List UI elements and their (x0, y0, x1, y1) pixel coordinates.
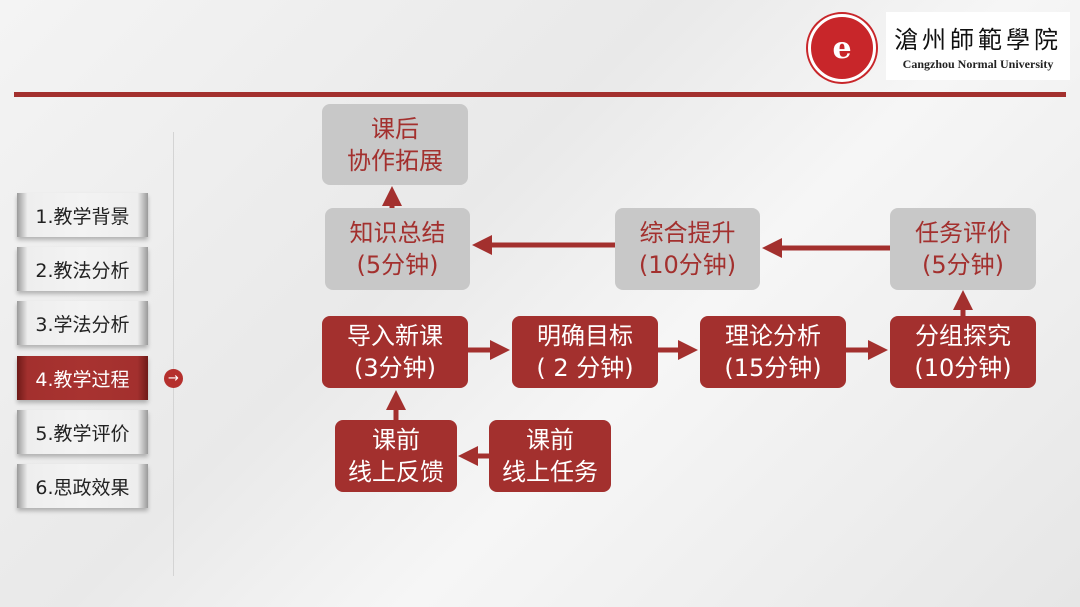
flow-intro: 导入新课 (3分钟) (322, 316, 468, 388)
box-line2: (5分钟) (356, 251, 439, 279)
nav-item-1[interactable]: 1.教学背景 (17, 193, 148, 237)
flow-feedback: 课前线上反馈 (335, 420, 457, 492)
box-line1: 知识总结 (349, 219, 446, 247)
logo-text-en: Cangzhou Normal University (902, 57, 1054, 71)
box-line2: (5分钟) (922, 251, 1004, 279)
flow-summary: 知识总结 (5分钟) (325, 208, 470, 290)
nav-item-5[interactable]: 5.教学评价 (17, 410, 148, 454)
nav-item-4[interactable]: 4.教学过程 (17, 356, 148, 400)
flow-task: 课前线上任务 (489, 420, 611, 492)
flow-theory: 理论分析 (15分钟) (700, 316, 846, 388)
header-divider (14, 92, 1066, 97)
box-line2: 协作拓展 (347, 146, 443, 175)
box-line2: 线上任务 (502, 458, 598, 486)
sidebar-divider (173, 132, 174, 576)
box-line1: 导入新课 (347, 322, 443, 350)
box-line1: 任务评价 (915, 219, 1011, 247)
box-line2: ( 2 分钟) (536, 354, 634, 382)
university-seal-logo: e (808, 14, 876, 82)
flow-evaluate: 任务评价 (5分钟) (890, 208, 1036, 290)
box-line1: 课后 (371, 114, 419, 143)
box-line1: 课前 (526, 426, 574, 454)
nav-item-6[interactable]: 6.思政效果 (17, 464, 148, 508)
flow-improve: 综合提升 (10分钟) (615, 208, 760, 290)
flow-goal: 明确目标 ( 2 分钟) (512, 316, 658, 388)
box-line1: 课前 (372, 426, 420, 454)
box-line1: 明确目标 (537, 322, 633, 350)
box-line2: (10分钟) (638, 251, 737, 279)
arrow-right-icon: → (164, 369, 183, 388)
box-line1: 理论分析 (725, 322, 821, 350)
box-line2: (3分钟) (354, 354, 436, 382)
box-line2: (10分钟) (914, 354, 1012, 382)
nav-item-3[interactable]: 3.学法分析 (17, 301, 148, 345)
box-line2: (15分钟) (724, 354, 822, 382)
box-line1: 分组探究 (915, 322, 1011, 350)
flow-after-class: 课后协作拓展 (322, 104, 468, 185)
logo-text-cn: 滄州師範學院 (894, 26, 1062, 54)
box-line2: 线上反馈 (348, 458, 444, 486)
university-logo: 滄州師範學院 Cangzhou Normal University (886, 12, 1070, 80)
nav-item-2[interactable]: 2.教法分析 (17, 247, 148, 291)
flow-group: 分组探究 (10分钟) (890, 316, 1036, 388)
box-line1: 综合提升 (639, 219, 736, 247)
